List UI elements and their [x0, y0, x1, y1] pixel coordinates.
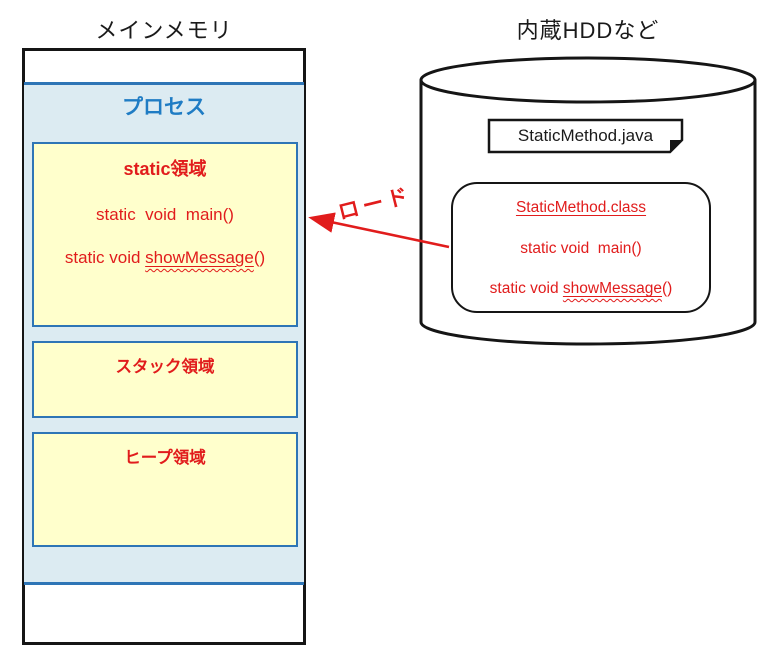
- heap-area-box: ヒープ領域: [32, 432, 298, 547]
- stack-area-box: スタック領域: [32, 341, 298, 418]
- show-suffix: (): [253, 248, 266, 267]
- static-main-line: static void main(): [96, 205, 234, 224]
- static-showmessage-line: static void showMessage(): [34, 248, 296, 268]
- stack-area-label: スタック領域: [115, 358, 215, 376]
- heap-area-label: ヒープ領域: [124, 449, 206, 467]
- class-box-title: StaticMethod.class: [453, 199, 709, 217]
- show-underlined: showMessage: [145, 248, 254, 267]
- class-showmessage-line: static void showMessage(): [453, 280, 709, 298]
- class-show-suffix: (): [661, 280, 673, 297]
- load-arrow: [308, 212, 450, 249]
- class-show-underlined: showMessage: [562, 280, 662, 297]
- class-show-prefix: static void: [489, 280, 563, 297]
- class-show-underline-wavy: showMessage: [563, 280, 662, 297]
- static-area-box: static領域 static void main() static void …: [32, 142, 298, 327]
- class-box: StaticMethod.class static void main() st…: [451, 182, 711, 313]
- process-label: プロセス: [122, 96, 206, 119]
- class-name-underlined: StaticMethod.class: [515, 199, 647, 216]
- memory-title: メインメモリ: [95, 18, 233, 43]
- load-arrow-label: ロード: [335, 184, 415, 225]
- java-file-label: StaticMethod.java: [517, 126, 654, 145]
- show-underline-wavy: showMessage: [145, 248, 254, 267]
- static-area-title: static領域: [123, 159, 207, 179]
- hdd-title: 内蔵HDDなど: [516, 18, 660, 43]
- class-main-line: static void main(): [520, 240, 642, 257]
- show-prefix: static void: [64, 248, 146, 267]
